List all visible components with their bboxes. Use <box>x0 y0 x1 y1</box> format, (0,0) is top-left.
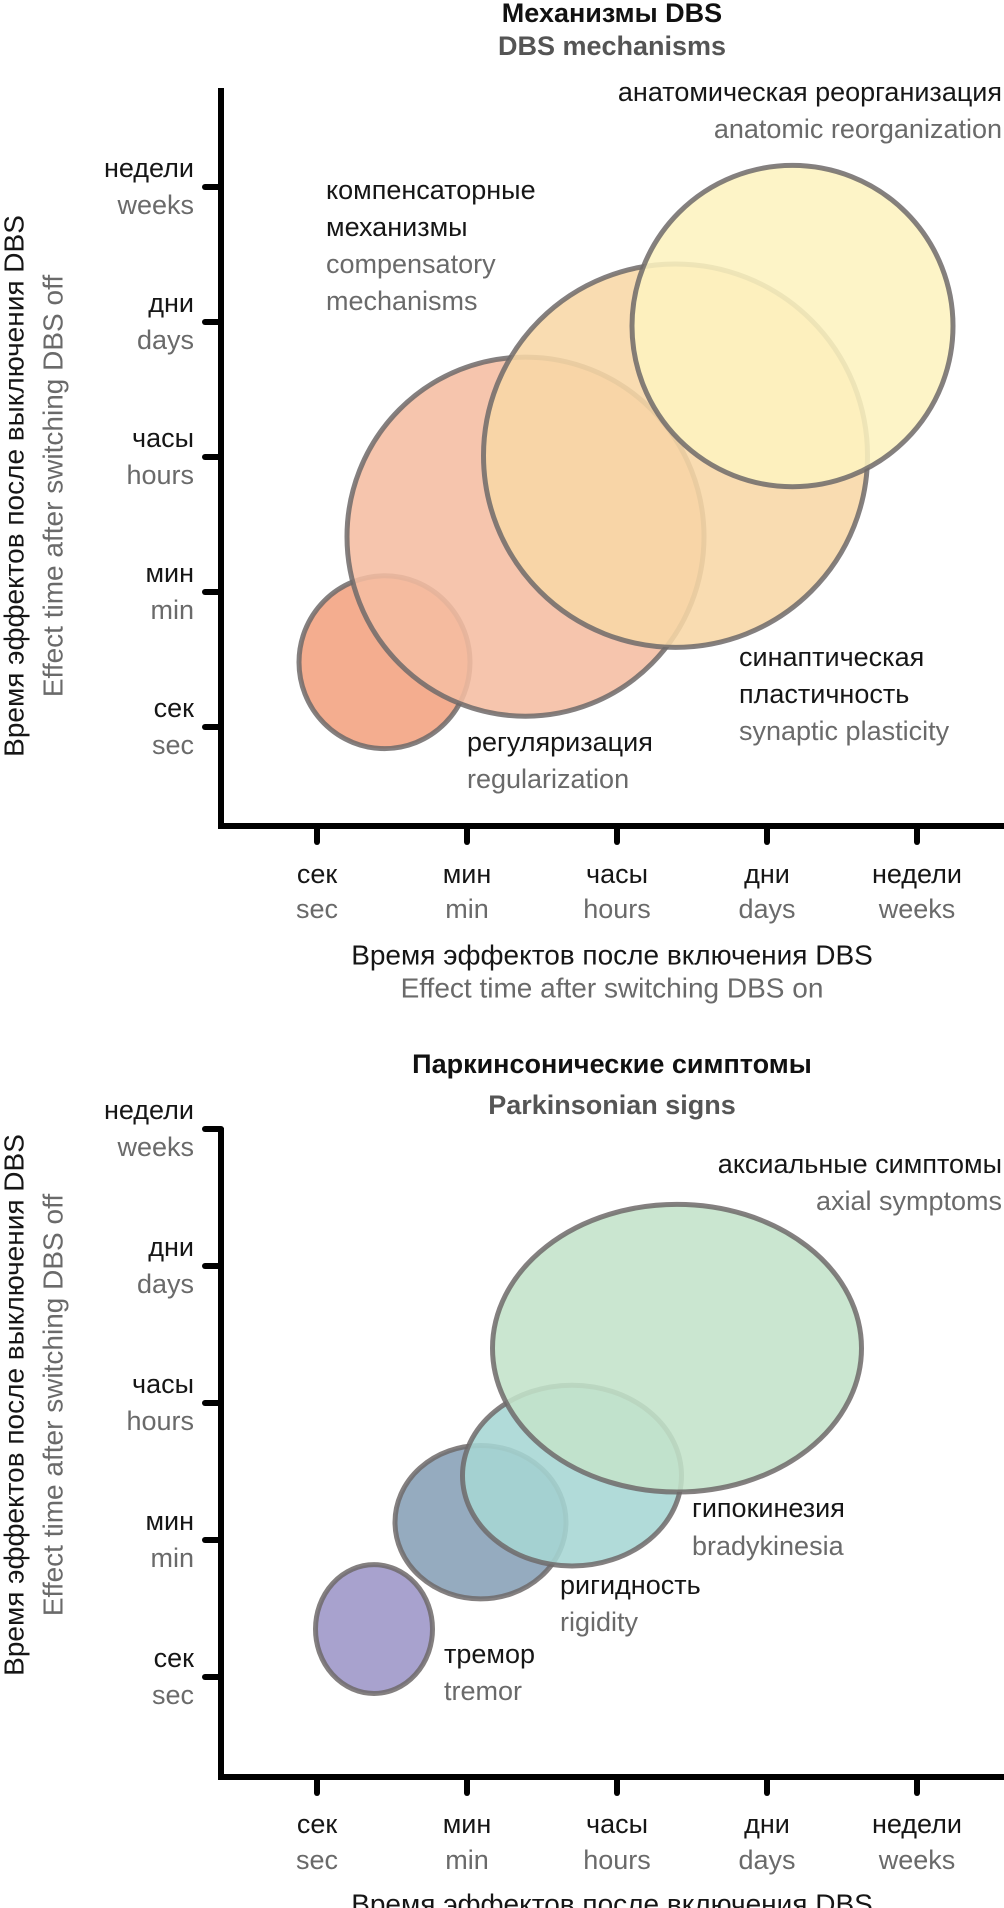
bubble-tremor <box>313 1562 435 1696</box>
chart-subtitle: DBS mechanisms <box>498 31 726 61</box>
chart-title: Механизмы DBS <box>502 0 722 28</box>
bubble-label-ru: анатомическая реорганизация <box>618 77 1002 107</box>
x-tick-label-en: days <box>738 1845 795 1875</box>
y-tick-label-ru: часы <box>132 1369 194 1399</box>
y-tick-label-ru: сек <box>154 693 195 723</box>
y-tick-label-en: hours <box>126 1406 194 1436</box>
y-axis-title-en: Effect time after switching DBS off <box>37 275 68 697</box>
y-tick-label-ru: дни <box>148 1232 194 1262</box>
y-tick-label-ru: сек <box>154 1643 195 1673</box>
y-tick-label-en: days <box>137 1269 194 1299</box>
bubble-label-en: bradykinesia <box>692 1531 845 1561</box>
bubble-label-en: regularization <box>467 764 629 794</box>
bubble-label-ru: тремор <box>444 1639 535 1669</box>
x-tick-label-ru: недели <box>872 1809 962 1839</box>
x-tick-label-ru: сек <box>297 859 338 889</box>
x-tick-label-ru: недели <box>872 859 962 889</box>
y-tick-label-ru: дни <box>148 288 194 318</box>
x-tick-label-en: sec <box>296 894 338 924</box>
bubble-label-ru-line2: пластичность <box>739 679 909 709</box>
y-tick-label-en: days <box>137 325 194 355</box>
bubble-label-ru: регуляризация <box>467 727 653 757</box>
y-axis-title-en: Effect time after switching DBS off <box>37 1194 68 1616</box>
bubble-label-ru: аксиальные симптомы <box>718 1149 1002 1179</box>
x-tick-label-en: sec <box>296 1845 338 1875</box>
y-tick-label-en: sec <box>152 730 194 760</box>
x-tick-label-en: weeks <box>878 894 956 924</box>
x-tick-label-en: min <box>445 1845 489 1875</box>
x-tick-label-ru: дни <box>744 859 790 889</box>
y-tick-label-en: weeks <box>116 1132 194 1162</box>
mechanisms-chart: Механизмы DBS DBS mechanisms регуляризация… <box>0 0 1004 1003</box>
y-tick-label-ru: мин <box>145 1506 194 1536</box>
x-axis-title-en: Effect time after switching DBS on <box>401 972 824 1003</box>
y-axis-title-ru: Время эффектов после выключения DBS <box>0 215 29 757</box>
y-tick-label-en: weeks <box>116 190 194 220</box>
y-tick-label-ru: недели <box>104 1095 194 1125</box>
bubble-label-ru: синаптическая <box>739 642 924 672</box>
bubble-label-ru-line2: механизмы <box>326 212 468 242</box>
x-tick-label-en: weeks <box>878 1845 956 1875</box>
bubble-label-en: axial symptoms <box>816 1186 1002 1216</box>
y-tick-label-en: hours <box>126 460 194 490</box>
y-tick-label-ru: мин <box>145 558 194 588</box>
y-tick-label-en: sec <box>152 1680 194 1710</box>
x-axis-title-ru: Время эффектов после включения DBS <box>351 1888 873 1908</box>
bubble-anatomic-reorganization <box>629 162 956 490</box>
x-tick-label-ru: часы <box>586 859 648 889</box>
bubble-label-ru: ригидность <box>560 1570 701 1600</box>
bubble-label-en: tremor <box>444 1676 522 1706</box>
chart-title: Паркинсонические симптомы <box>412 1049 812 1079</box>
chart-subtitle: Parkinsonian signs <box>488 1090 736 1120</box>
x-tick-label-ru: часы <box>586 1809 648 1839</box>
x-tick-label-en: min <box>445 894 489 924</box>
x-axis-title-ru: Время эффектов после включения DBS <box>351 939 873 970</box>
bubble-label-en: synaptic plasticity <box>739 716 950 746</box>
y-tick-label-en: min <box>150 595 194 625</box>
x-tick-label-ru: дни <box>744 1809 790 1839</box>
x-tick-label-ru: сек <box>297 1809 338 1839</box>
bubble-label-en: anatomic reorganization <box>714 114 1002 144</box>
x-tick-label-en: hours <box>583 1845 651 1875</box>
bubble-label-ru: компенсаторные <box>326 175 536 205</box>
y-tick-label-en: min <box>150 1543 194 1573</box>
bubble-axial-symptoms <box>490 1201 864 1495</box>
y-tick-label-ru: часы <box>132 423 194 453</box>
bubble-label-en-line2: mechanisms <box>326 286 478 316</box>
bubble-label-en: compensatory <box>326 249 496 279</box>
bubble-label-ru: гипокинезия <box>692 1493 845 1523</box>
y-axis-title-ru: Время эффектов после выключения DBS <box>0 1134 29 1676</box>
x-tick-label-ru: мин <box>443 1809 492 1839</box>
x-tick-label-ru: мин <box>443 859 492 889</box>
bubble-label-en: rigidity <box>560 1607 639 1637</box>
x-tick-label-en: days <box>738 894 795 924</box>
x-tick-label-en: hours <box>583 894 651 924</box>
y-tick-label-ru: недели <box>104 153 194 183</box>
